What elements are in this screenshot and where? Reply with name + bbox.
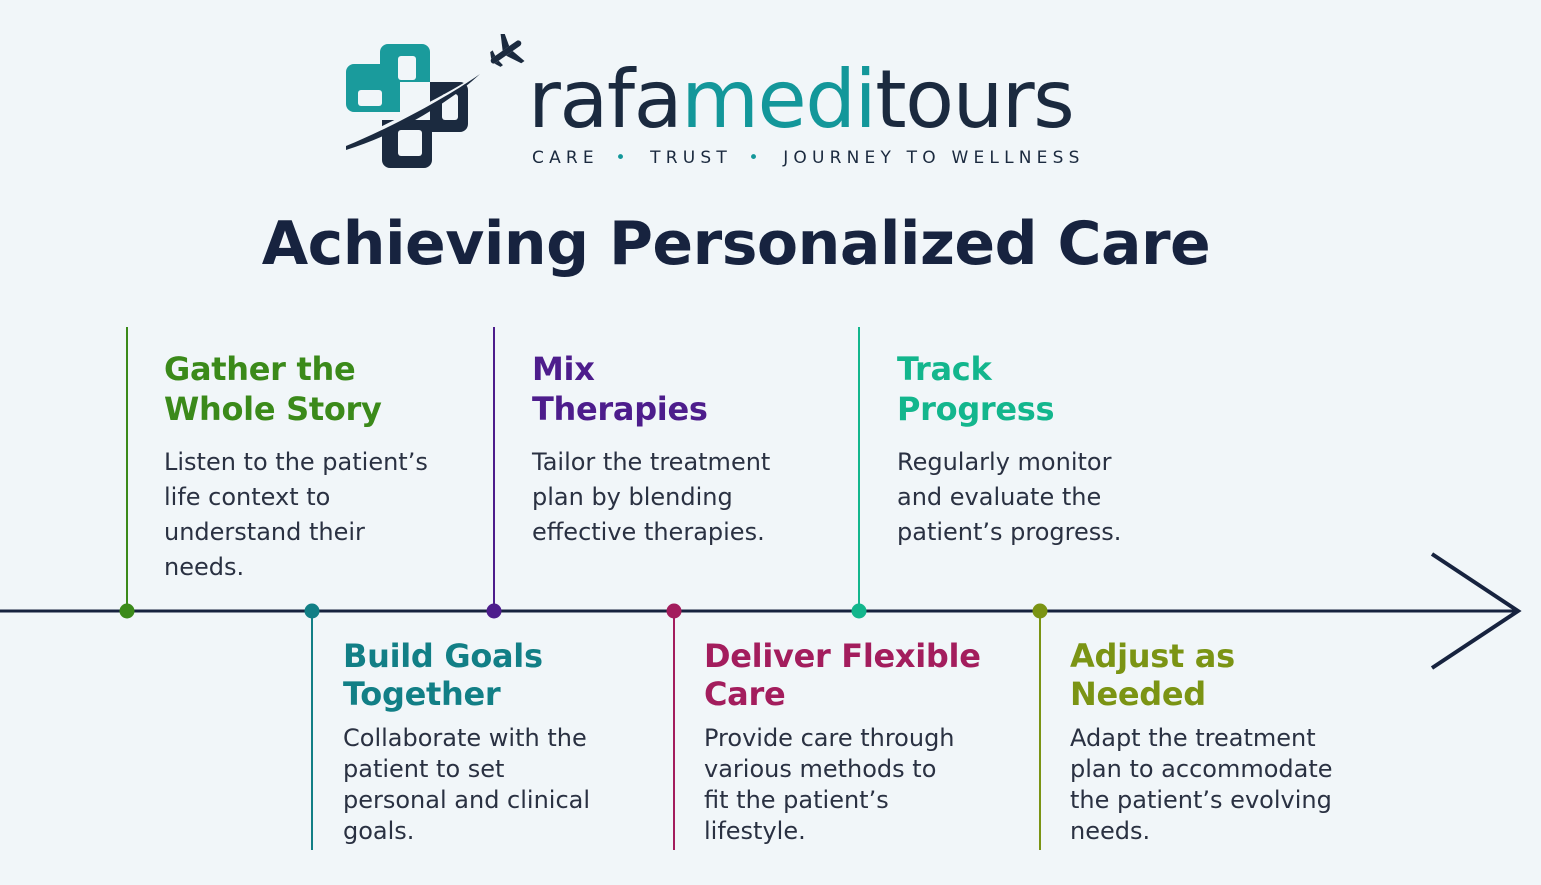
tagline-separator: • [748, 148, 759, 168]
step-title-line: Therapies [532, 390, 708, 428]
step-description-line: personal and clinical [343, 786, 591, 814]
timeline-step-track-progress: Track Progress Regularly monitor and eva… [897, 349, 1217, 550]
step-description-line: fit the patient’s [704, 786, 889, 814]
step-description-line: various methods to [704, 755, 937, 783]
tagline-item: CARE [532, 148, 599, 168]
medical-cross-airplane-icon [344, 34, 525, 168]
step-title-line: Care [704, 675, 786, 713]
brand-name-part: tours [875, 53, 1075, 146]
step-title-line: Adjust as [1070, 637, 1235, 675]
brand-name: rafameditours [528, 52, 1075, 148]
step-description-line: Tailor the treatment [532, 448, 771, 476]
step-title: Adjust as Needed [1070, 637, 1390, 713]
tagline-item: TRUST [650, 148, 732, 168]
tagline-separator: • [615, 148, 626, 168]
step-description-line: plan by blending [532, 483, 733, 511]
timeline-dot [486, 603, 502, 619]
timeline-step-mix-therapies: Mix Therapies Tailor the treatment plan … [532, 349, 852, 550]
brand-name-part: rafa [528, 53, 683, 146]
step-description: Collaborate with the patient to set pers… [343, 723, 663, 847]
step-title-line: Build Goals [343, 637, 543, 675]
step-description-line: Regularly monitor [897, 448, 1112, 476]
step-description-line: Adapt the treatment [1070, 724, 1316, 752]
step-title: Mix Therapies [532, 349, 852, 429]
page-title: Achieving Personalized Care [261, 209, 1211, 279]
brand-tagline: CARE • TRUST • JOURNEY TO WELLNESS [532, 147, 1084, 169]
step-title: Gather the Whole Story [164, 349, 484, 429]
timeline-dot [119, 603, 135, 619]
step-description-line: plan to accommodate [1070, 755, 1333, 783]
timeline-dot [666, 603, 682, 619]
step-description-line: goals. [343, 817, 415, 845]
step-title-line: Whole Story [164, 390, 382, 428]
step-description-line: Collaborate with the [343, 724, 587, 752]
step-title-line: Progress [897, 390, 1055, 428]
step-title: Build Goals Together [343, 637, 663, 713]
step-description-line: and evaluate the [897, 483, 1102, 511]
step-description-line: the patient’s evolving [1070, 786, 1332, 814]
step-description-line: effective therapies. [532, 518, 765, 546]
timeline-step-gather: Gather the Whole Story Listen to the pat… [164, 349, 484, 585]
timeline-step-build-goals: Build Goals Together Collaborate with th… [343, 637, 663, 847]
step-description-line: Listen to the patient’s [164, 448, 428, 476]
step-title: Track Progress [897, 349, 1217, 429]
step-description-line: understand their [164, 518, 365, 546]
step-description-line: patient’s progress. [897, 518, 1122, 546]
step-title-line: Needed [1070, 675, 1206, 713]
timeline-dot [304, 603, 320, 619]
brand-name-part: medi [681, 53, 877, 146]
step-description: Tailor the treatment plan by blending ef… [532, 445, 852, 550]
step-description: Listen to the patient’s life context to … [164, 445, 484, 585]
timeline-step-adjust: Adjust as Needed Adapt the treatment pla… [1070, 637, 1390, 847]
timeline-dot [851, 603, 867, 619]
step-description: Provide care through various methods to … [704, 723, 1024, 847]
step-description-line: Provide care through [704, 724, 955, 752]
step-title-line: Track [897, 350, 992, 388]
step-description-line: needs. [164, 553, 245, 581]
step-title: Deliver Flexible Care [704, 637, 1024, 713]
step-description-line: life context to [164, 483, 331, 511]
step-description-line: lifestyle. [704, 817, 806, 845]
step-description-line: patient to set [343, 755, 505, 783]
step-title-line: Deliver Flexible [704, 637, 981, 675]
step-description: Regularly monitor and evaluate the patie… [897, 445, 1217, 550]
step-title-line: Gather the [164, 350, 356, 388]
timeline-step-deliver-care: Deliver Flexible Care Provide care throu… [704, 637, 1024, 847]
timeline-dot [1032, 603, 1048, 619]
arrow-head-icon [1430, 552, 1522, 670]
step-title-line: Together [343, 675, 501, 713]
tagline-item: JOURNEY TO WELLNESS [783, 148, 1085, 168]
step-description: Adapt the treatment plan to accommodate … [1070, 723, 1390, 847]
step-title-line: Mix [532, 350, 595, 388]
step-description-line: needs. [1070, 817, 1151, 845]
